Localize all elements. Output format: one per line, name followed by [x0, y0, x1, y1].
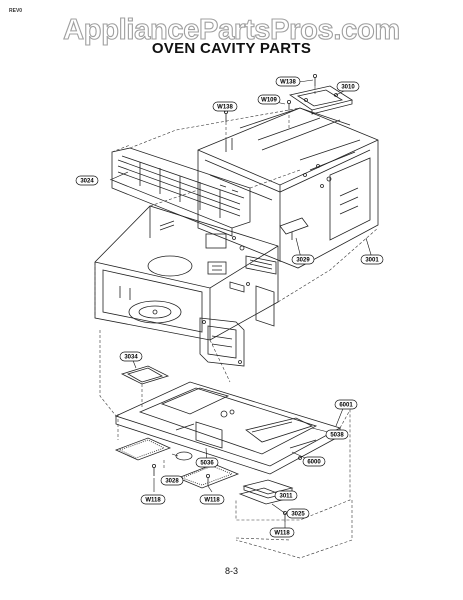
- callout-w118-left: W118: [140, 494, 166, 505]
- svg-text:3034: 3034: [124, 355, 138, 361]
- callout-w109: W109: [257, 94, 281, 105]
- callout-w138-left: W138: [212, 101, 238, 112]
- callout-3028: 3028: [160, 475, 184, 486]
- callout-6000: 6000: [302, 456, 326, 467]
- callout-w118-right: W118: [269, 527, 295, 538]
- page-title: OVEN CAVITY PARTS: [151, 40, 312, 57]
- page-number: 8-3: [224, 566, 238, 576]
- svg-text:W138: W138: [280, 80, 296, 86]
- assembly-guide-lines: [94, 86, 379, 559]
- vent-grille: [111, 147, 251, 237]
- callout-3024: 3024: [75, 175, 99, 186]
- oven-cavity: [94, 205, 279, 341]
- svg-text:3001: 3001: [365, 258, 379, 264]
- mount-bracket: [279, 217, 309, 240]
- callout-3010: 3010: [336, 81, 360, 92]
- top-bracket: [289, 85, 354, 115]
- svg-text:W109: W109: [261, 98, 277, 104]
- svg-text:6000: 6000: [307, 460, 321, 466]
- outer-cabinet: [197, 107, 379, 269]
- cover-plate: [120, 365, 170, 385]
- callout-3001: 3001: [360, 254, 384, 265]
- svg-text:W138: W138: [217, 105, 233, 111]
- callout-3034: 3034: [119, 351, 143, 362]
- callout-w118-mid: W118: [199, 494, 225, 505]
- grease-filter-right: [176, 463, 240, 489]
- svg-text:3029: 3029: [296, 258, 310, 264]
- svg-text:W118: W118: [204, 498, 220, 504]
- callout-6001: 6001: [334, 399, 358, 410]
- callout-3029: 3029: [291, 254, 315, 265]
- svg-text:6001: 6001: [339, 403, 353, 409]
- screws: [151, 74, 317, 522]
- revision-tag: REV0: [9, 8, 23, 14]
- svg-text:3025: 3025: [291, 512, 305, 518]
- callout-5036: 5036: [195, 457, 219, 468]
- svg-text:5038: 5038: [330, 433, 344, 439]
- waveguide-frame: [199, 317, 245, 367]
- callout-5038: 5038: [325, 429, 349, 440]
- svg-text:W118: W118: [274, 531, 290, 537]
- svg-text:3028: 3028: [165, 479, 179, 485]
- callout-3011: 3011: [274, 490, 298, 501]
- svg-text:W118: W118: [145, 498, 161, 504]
- svg-text:5036: 5036: [200, 461, 214, 467]
- svg-text:3024: 3024: [80, 179, 94, 185]
- callout-labels: W138 3010 W109 W138 3024 3029: [75, 76, 384, 538]
- callout-3025: 3025: [286, 508, 310, 519]
- svg-text:3011: 3011: [279, 494, 293, 500]
- watermark-logo: AppliancePartsPros.com: [63, 13, 401, 46]
- svg-text:3010: 3010: [341, 85, 355, 91]
- callout-w138-top: W138: [275, 76, 301, 87]
- grease-filter-left: [114, 437, 172, 461]
